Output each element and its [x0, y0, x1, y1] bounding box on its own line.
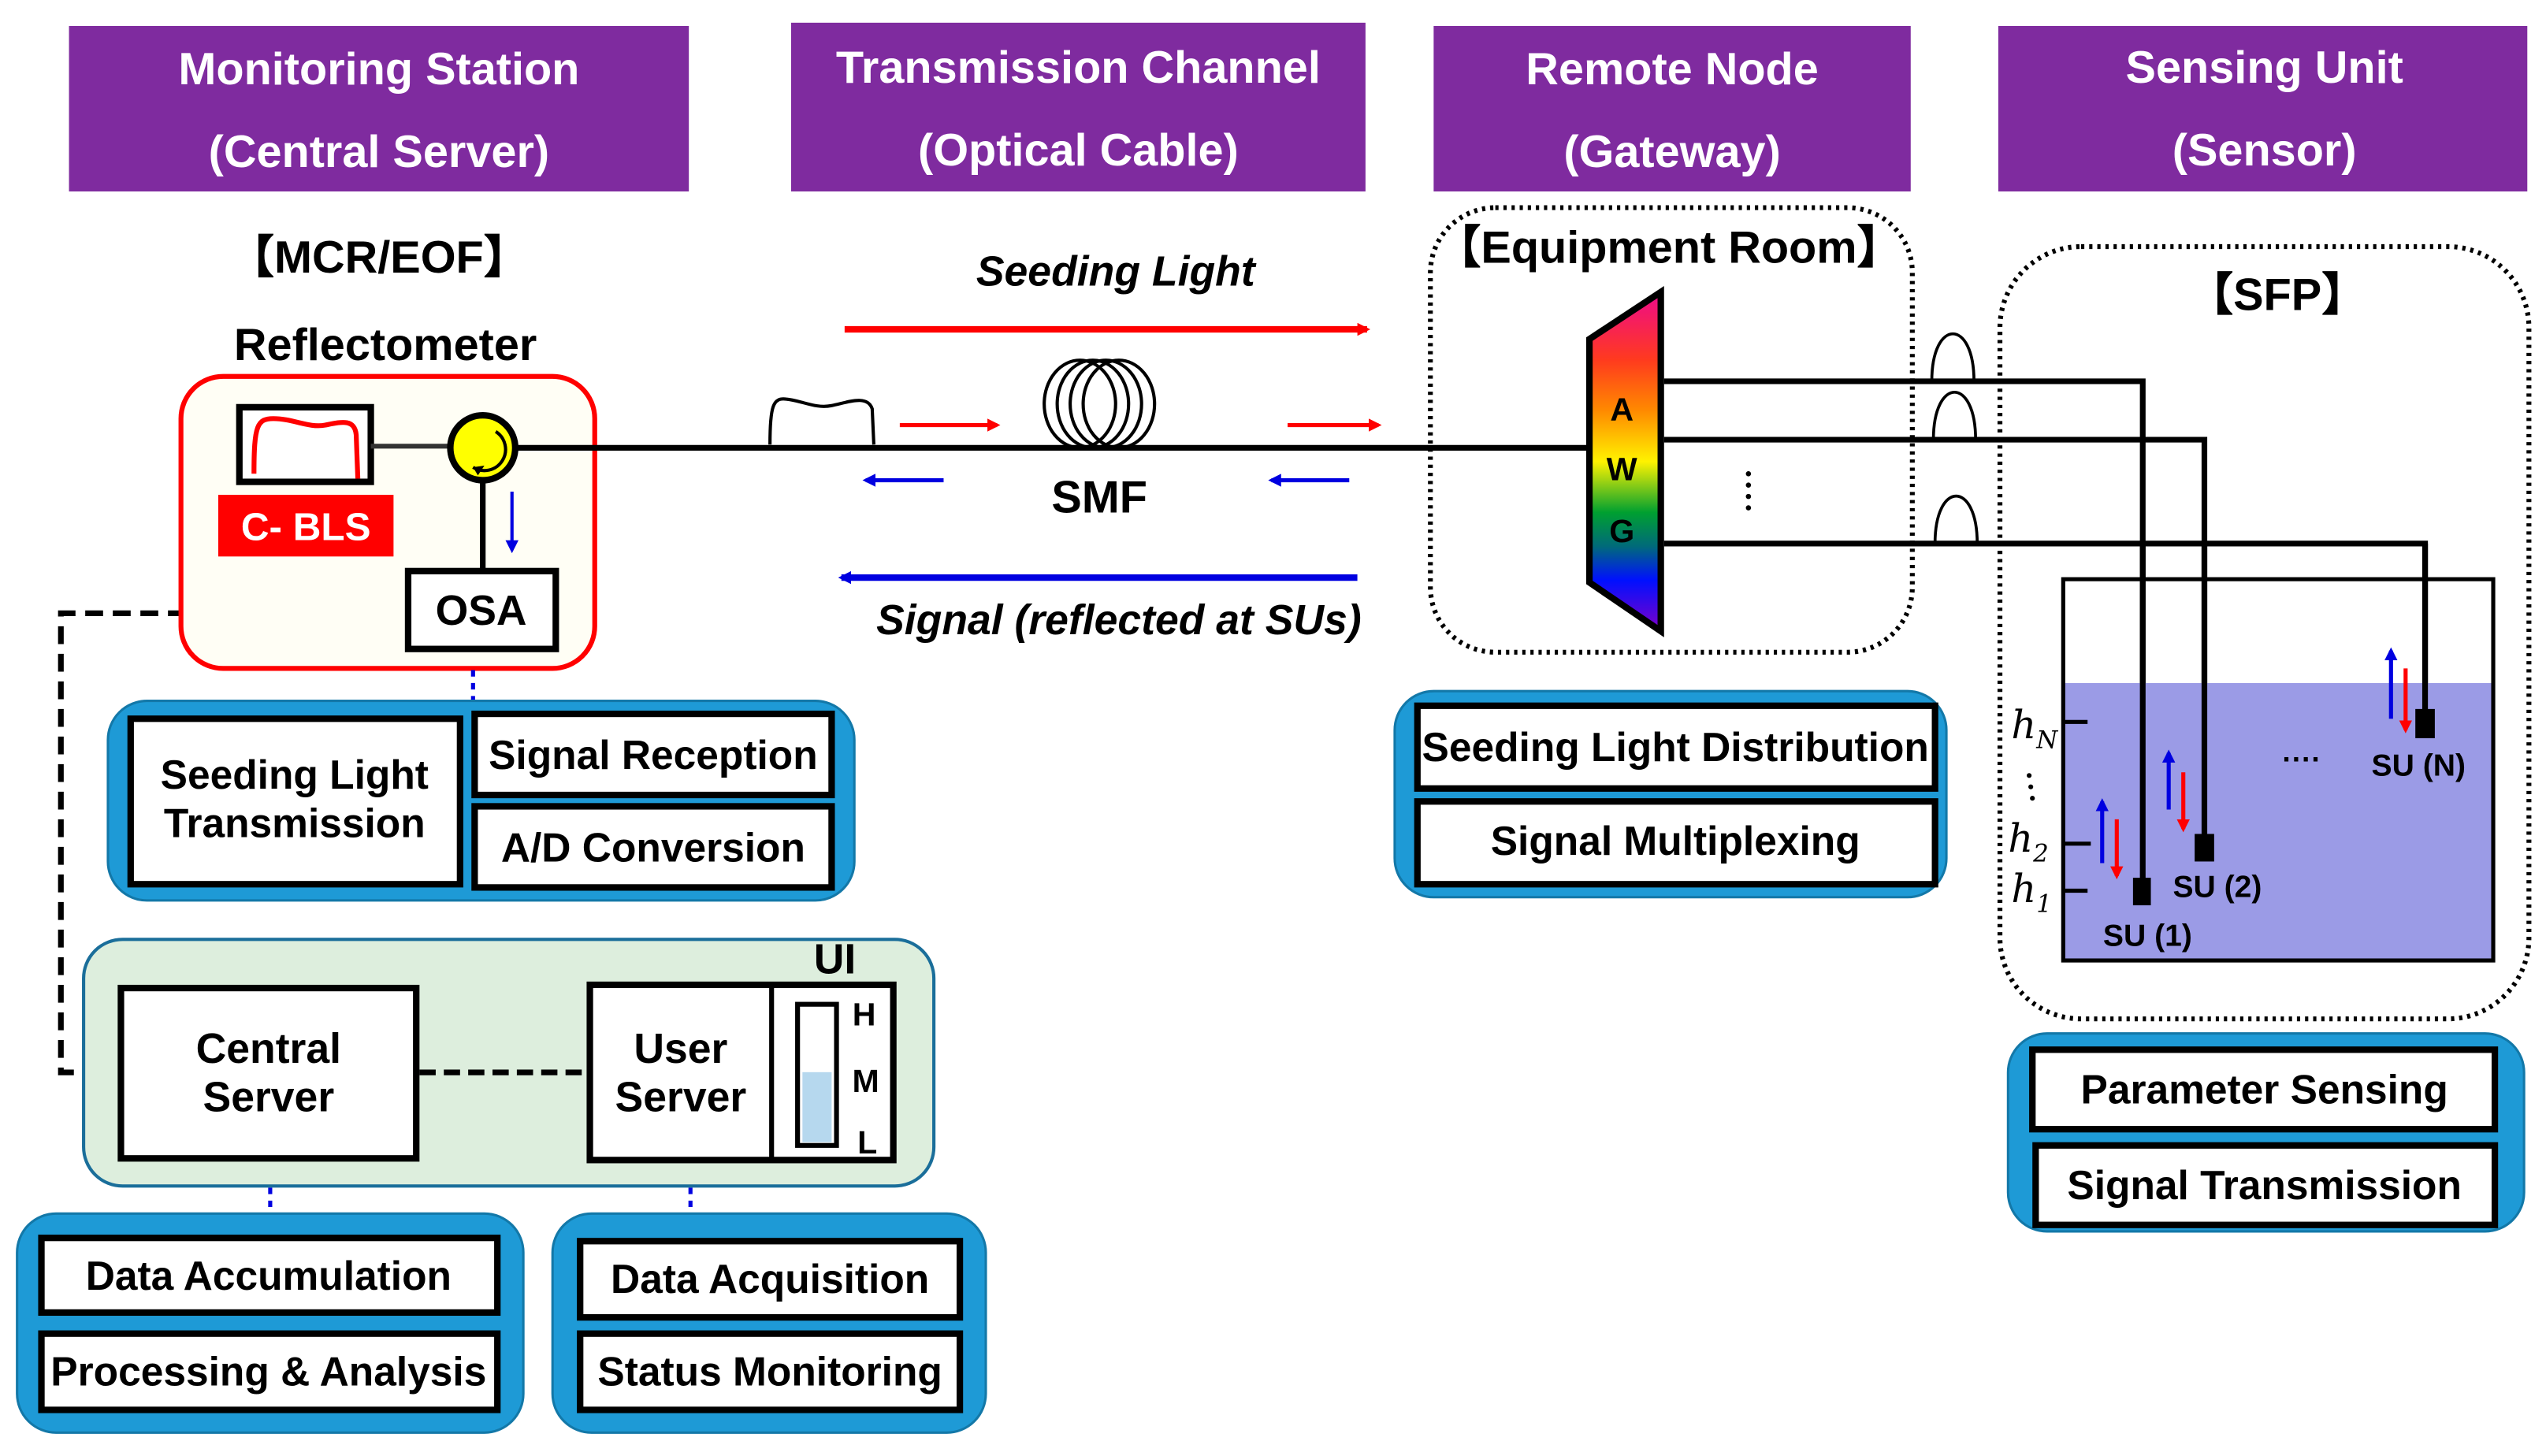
vertical-ellipsis-icon: [2027, 773, 2035, 801]
gauge-label-high: H: [853, 996, 876, 1032]
sensor-unit-1-label: SU (1): [2103, 919, 2192, 953]
equipment-room-label: 【Equipment Room】: [1436, 223, 1902, 273]
function-box-data-acquisition: [577, 1238, 964, 1321]
sfp-label: 【SFP】: [2187, 269, 2366, 320]
seeding-light-label: Seeding Light: [976, 248, 1257, 295]
function-box-data-accumulation: [38, 1235, 501, 1317]
smf-label: SMF: [1051, 473, 1147, 523]
function-label: Signal Reception: [489, 732, 818, 778]
awg-letter: A: [1610, 391, 1634, 427]
gauge-label-medium: M: [852, 1063, 879, 1099]
sensor-unit-n: [2415, 708, 2435, 738]
vertical-ellipsis-icon: [1745, 470, 1752, 511]
ui-panel: UI Central Server User Server H M L: [82, 937, 936, 1188]
function-label: Transmission: [164, 800, 426, 846]
sensor-unit-1: [2132, 878, 2151, 906]
header-bg: [790, 22, 1366, 191]
signal-label: Signal (reflected at SUs): [876, 597, 1362, 644]
reflectometer-label: Reflectometer: [234, 320, 537, 370]
header-subtitle: (Gateway): [1563, 127, 1780, 177]
function-box-parameter-sensing: [2029, 1046, 2499, 1133]
user-server-box: [586, 981, 897, 1164]
function-label: Seeding Light: [161, 752, 429, 797]
sfp-boundary: [1997, 243, 2532, 1022]
fiber-spool-icon: [1043, 358, 1157, 450]
function-box-processing-analysis: [38, 1330, 501, 1413]
spectrum-icon: [251, 416, 361, 479]
height-label-n: hN: [2011, 702, 2058, 754]
function-label: Processing & Analysis: [50, 1349, 486, 1395]
function-label: Status Monitoring: [597, 1349, 942, 1395]
header-title: Remote Node: [1526, 44, 1819, 95]
connector-loop-icons: [1930, 332, 1979, 544]
awg-icon: A W G: [1585, 286, 1664, 637]
function-box-signal-reception: [471, 710, 835, 799]
central-server-label: Server: [203, 1075, 335, 1121]
header-bg: [1433, 25, 1911, 191]
central-server-function-group: Data Accumulation Processing & Analysis: [16, 1212, 525, 1434]
sensor-fibers: [2139, 543, 2429, 885]
height-label-2: h2: [2008, 815, 2048, 867]
user-server-function-group: Data Acquisition Status Monitoring: [551, 1212, 987, 1434]
sensor-unit-n-label: SU (N): [2372, 748, 2466, 782]
height-label-1: h1: [2011, 866, 2051, 918]
osa-label: OSA: [436, 588, 527, 634]
function-label: Parameter Sensing: [2081, 1066, 2448, 1112]
function-label: Signal Transmission: [2067, 1162, 2462, 1208]
header-remote-node: Remote Node (Gateway): [1433, 25, 1911, 191]
function-label: Signal Multiplexing: [1491, 818, 1860, 864]
equipment-room-boundary: [1428, 205, 1915, 655]
function-box-status-monitoring: [577, 1330, 964, 1413]
reflectometer: C- BLS OSA: [178, 373, 597, 671]
header-monitoring-station: Monitoring Station (Central Server): [69, 25, 689, 191]
spectrum-icon: [768, 397, 875, 445]
user-server-label: User: [634, 1026, 727, 1072]
function-box-seeding-light-transmission: [127, 715, 463, 888]
sensor-unit-2: [2195, 834, 2214, 862]
function-label: Data Acquisition: [611, 1256, 929, 1302]
function-box-ad-conversion: [471, 803, 835, 891]
remote-node-function-group: Seeding Light Distribution Signal Multip…: [1393, 689, 1948, 899]
tank-outline: [2061, 577, 2496, 963]
user-server-label: Server: [615, 1075, 747, 1121]
header-subtitle: (Optical Cable): [918, 125, 1239, 176]
circulator-arrowhead-icon: [473, 465, 485, 476]
function-box-signal-multiplexing: [1414, 798, 1938, 888]
header-bg: [69, 25, 689, 191]
awg-letter: G: [1609, 513, 1634, 549]
function-label: Seeding Light Distribution: [1422, 724, 1929, 770]
central-server-label: Central: [196, 1026, 341, 1072]
header-bg: [1998, 25, 2528, 191]
sensor-unit-2-label: SU (2): [2172, 871, 2262, 904]
function-box-seeding-light-distribution: [1414, 702, 1938, 792]
broadband-source-box: [236, 403, 374, 485]
header-subtitle: (Central Server): [209, 127, 549, 177]
ui-title: UI: [814, 937, 857, 983]
header-subtitle: (Sensor): [2172, 125, 2357, 176]
header-sensing-unit: Sensing Unit (Sensor): [1998, 25, 2528, 191]
mcr-eof-label: 【MCR/EOF】: [229, 232, 529, 283]
header-title: Transmission Channel: [836, 43, 1321, 93]
header-transmission-channel: Transmission Channel (Optical Cable): [790, 22, 1366, 191]
central-server-box: [117, 984, 420, 1162]
header-title: Monitoring Station: [178, 44, 579, 95]
c-bls-label: C- BLS: [241, 506, 371, 549]
c-bls-badge: [218, 495, 394, 557]
function-label: Data Accumulation: [86, 1253, 452, 1298]
gauge-label-low: L: [857, 1124, 877, 1161]
function-box-signal-transmission: [2032, 1142, 2499, 1228]
osa-box: [404, 567, 559, 652]
awg-letter: W: [1607, 451, 1637, 488]
sensing-function-group: Parameter Sensing Signal Transmission: [2006, 1032, 2526, 1233]
horizontal-ellipsis: ····: [2282, 742, 2321, 775]
header-title: Sensing Unit: [2126, 43, 2403, 93]
reflectometer-function-group: Seeding Light Transmission Signal Recept…: [106, 700, 856, 902]
level-gauge-fill: [802, 1072, 832, 1142]
function-label: A/D Conversion: [501, 824, 805, 870]
